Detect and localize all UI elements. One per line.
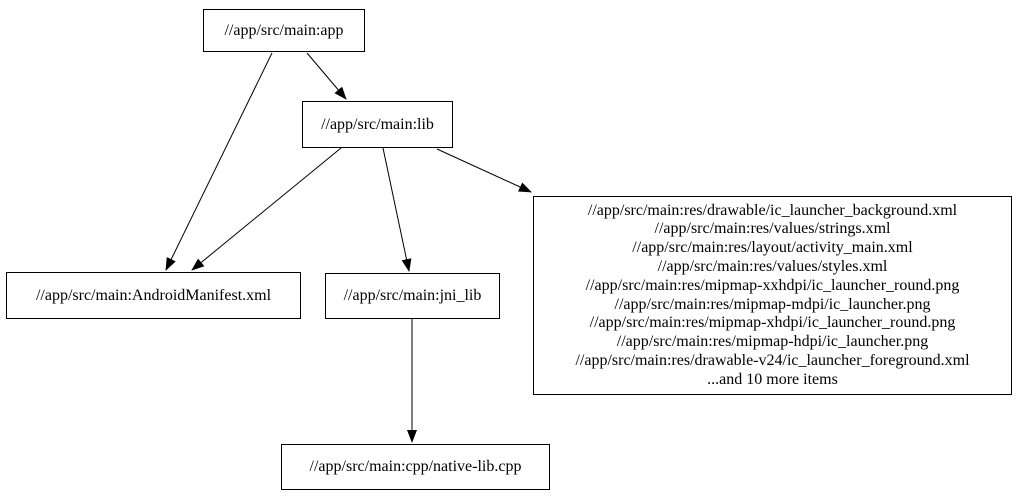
edge-app-to-android-manifest bbox=[165, 52, 273, 271]
node-res-group: //app/src/main:res/drawable/ic_launcher_… bbox=[533, 196, 1012, 395]
node-jni-lib-label: //app/src/main:jni_lib bbox=[343, 287, 482, 304]
res-group-line: //app/src/main:res/drawable-v24/ic_launc… bbox=[575, 351, 970, 369]
node-android-manifest: //app/src/main:AndroidManifest.xml bbox=[6, 272, 301, 319]
edge-lib-to-android-manifest bbox=[191, 147, 342, 271]
res-group-line: //app/src/main:res/values/strings.xml bbox=[654, 220, 891, 238]
res-group-line: //app/src/main:res/mipmap-xhdpi/ic_launc… bbox=[589, 314, 956, 332]
edge-lib-to-jni-lib bbox=[382, 147, 412, 272]
res-group-line: //app/src/main:res/values/styles.xml bbox=[657, 257, 888, 275]
node-app-label: //app/src/main:app bbox=[224, 21, 344, 39]
node-jni-lib: //app/src/main:jni_lib bbox=[325, 273, 500, 319]
res-group-line: //app/src/main:res/layout/activity_main.… bbox=[632, 239, 913, 257]
node-native-lib-cpp-label: //app/src/main:cpp/native-lib.cpp bbox=[309, 458, 522, 475]
res-group-line: //app/src/main:res/mipmap-mdpi/ic_launch… bbox=[614, 295, 931, 313]
edge-lib-to-res-group bbox=[436, 148, 532, 193]
edge-app-to-lib bbox=[306, 52, 347, 100]
node-lib: //app/src/main:lib bbox=[302, 101, 453, 148]
node-lib-label: //app/src/main:lib bbox=[321, 115, 434, 133]
res-group-more-items: ...and 10 more items bbox=[707, 370, 838, 388]
node-app: //app/src/main:app bbox=[203, 9, 365, 52]
res-group-line: //app/src/main:res/drawable/ic_launcher_… bbox=[587, 201, 958, 219]
res-group-line: //app/src/main:res/mipmap-xxhdpi/ic_laun… bbox=[585, 276, 960, 294]
res-group-line: //app/src/main:res/mipmap-hdpi/ic_launch… bbox=[616, 333, 929, 351]
node-native-lib-cpp: //app/src/main:cpp/native-lib.cpp bbox=[281, 444, 550, 490]
node-android-manifest-label: //app/src/main:AndroidManifest.xml bbox=[35, 286, 272, 304]
